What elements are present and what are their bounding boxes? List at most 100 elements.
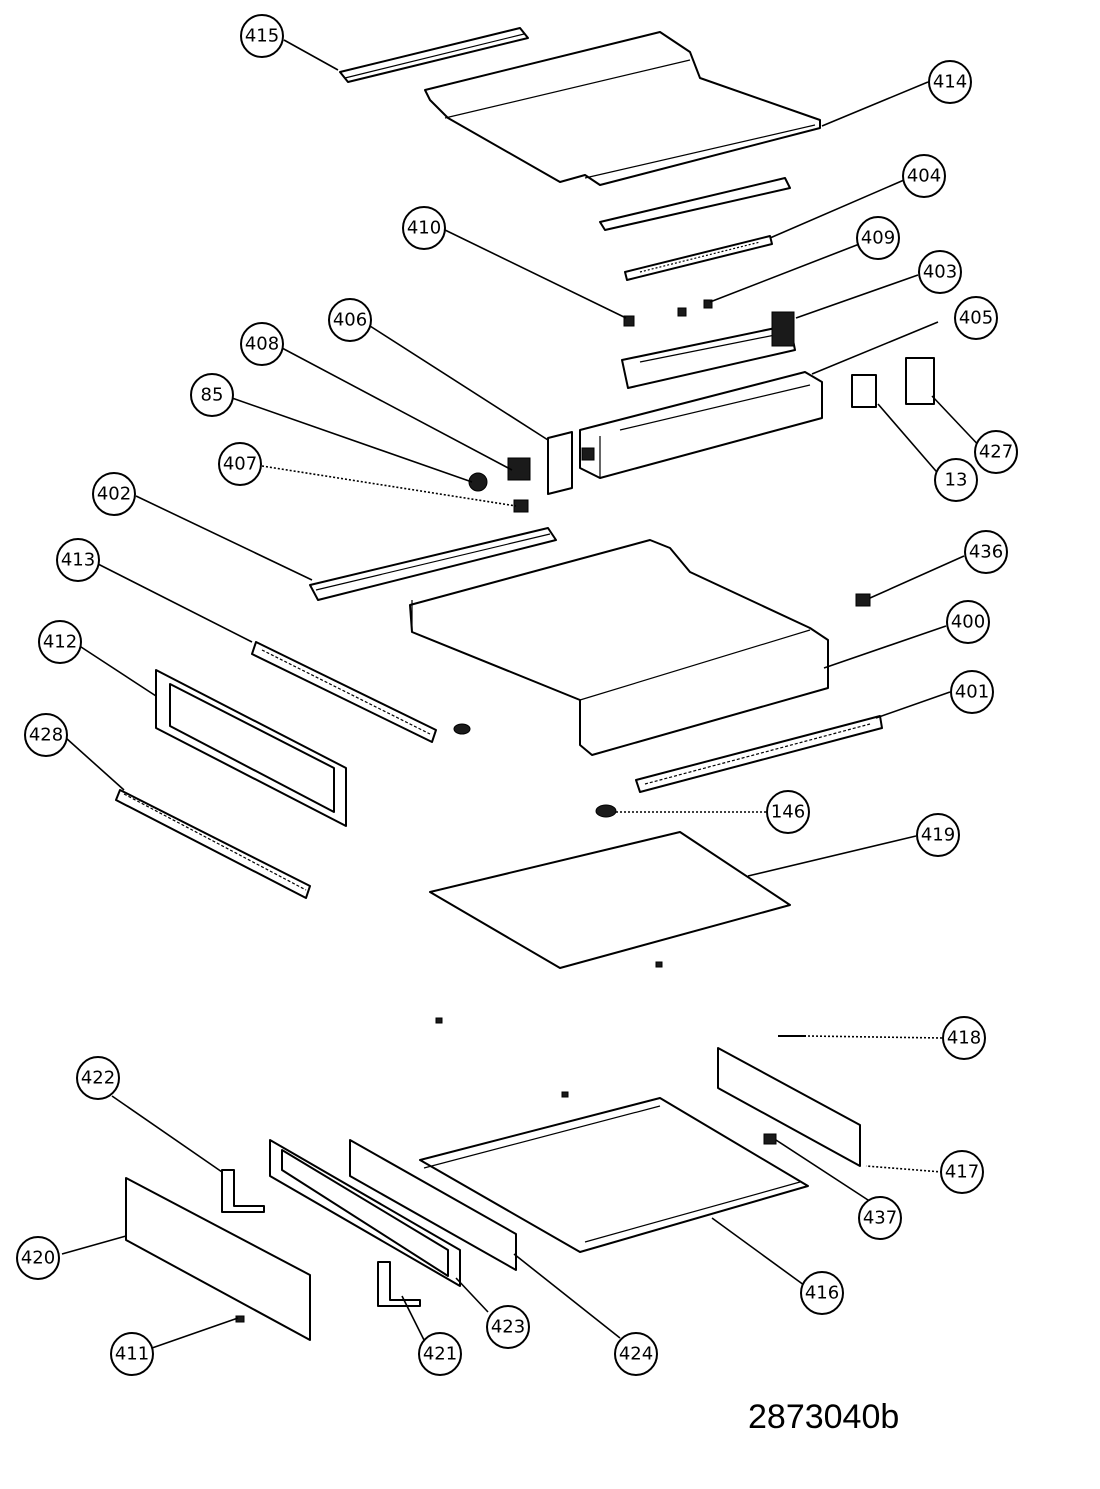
callout-label: 420 [21,1248,55,1269]
callout-400: 400 [946,600,990,644]
part-414-top-cover [424,31,821,186]
callout-circle [918,250,962,294]
callout-label: 407 [223,454,257,475]
callout-circle [218,442,262,486]
callout-409: 409 [856,216,900,260]
callout-label: 402 [97,484,131,505]
callout-label: 408 [245,334,279,355]
callout-421: 421 [418,1332,462,1376]
part-417-back-panel [717,1047,861,1167]
part-405-control-box [579,371,823,479]
callout-circle [38,620,82,664]
part-422-bracket [221,1169,265,1213]
part-400-drawer-body [409,539,829,756]
callout-label: 419 [921,825,955,846]
callout-146: 146 [766,790,810,834]
callout-424: 424 [614,1332,658,1376]
part-402-slide [309,527,557,601]
callout-411: 411 [110,1332,154,1376]
part-screw-c [561,1091,569,1098]
callout-410: 410 [402,206,446,250]
callout-circle [614,1332,658,1376]
callout-circle [190,373,234,417]
callout-408: 408 [240,322,284,366]
callout-circle [940,1150,984,1194]
part-406-bracket [547,431,573,495]
callout-405: 405 [954,296,998,340]
callout-circle [76,1056,120,1100]
callout-407: 407 [218,442,262,486]
callout-label: 403 [923,262,957,283]
callout-label: 13 [945,470,968,491]
callout-circle [856,216,900,260]
callout-label: 417 [945,1162,979,1183]
part-screw-b [435,1017,443,1024]
part-436 [855,593,871,607]
part-420-front-panel [125,1177,311,1341]
callout-13: 13 [934,458,978,502]
part-fastener [453,723,471,735]
callout-label: 404 [907,166,941,187]
callout-circle [858,1196,902,1240]
callout-circle [964,530,1008,574]
part-437 [763,1133,777,1145]
callout-circle [240,322,284,366]
callout-circle [928,60,972,104]
callout-label: 418 [947,1028,981,1049]
callout-label: 411 [115,1344,149,1365]
callout-circle [974,430,1018,474]
callout-label: 400 [951,612,985,633]
part-423-frame [269,1139,461,1287]
callout-circle [328,298,372,342]
callout-label: 416 [805,1283,839,1304]
callout-label: 406 [333,310,367,331]
callout-circle [240,14,284,58]
callout-circle [950,670,994,714]
callout-437: 437 [858,1196,902,1240]
part-412-front-frame [155,669,347,827]
part-404-element [624,235,773,281]
part-85 [468,472,488,492]
callout-label: 424 [619,1344,653,1365]
callout-label: 410 [407,218,441,239]
callout-circle [902,154,946,198]
callout-413: 413 [56,538,100,582]
part-410 [623,315,635,327]
callout-417: 417 [940,1150,984,1194]
callout-circle [946,600,990,644]
part-424-panel [349,1139,517,1271]
part-146-foot [595,804,617,818]
callout-415: 415 [240,14,284,58]
callout-circle [766,790,810,834]
drawing-number: 2873040b [748,1398,899,1436]
callout-419: 419 [916,813,960,857]
callout-circle [942,1016,986,1060]
callout-422: 422 [76,1056,120,1100]
callout-427: 427 [974,430,1018,474]
callout-label: 421 [423,1344,457,1365]
callout-circle [110,1332,154,1376]
callout-418: 418 [942,1016,986,1060]
callout-420: 420 [16,1236,60,1280]
callout-436: 436 [964,530,1008,574]
callout-406: 406 [328,298,372,342]
part-408 [507,457,531,481]
callout-circle [486,1305,530,1349]
part-409 [677,307,687,317]
callout-label: 437 [863,1208,897,1229]
callout-circle [800,1271,844,1315]
part-401-slide [635,715,883,793]
callout-label: 422 [81,1068,115,1089]
part-13-switch [851,374,877,408]
callout-404: 404 [902,154,946,198]
callout-circle [402,206,446,250]
part-416-tray [419,1097,809,1253]
callout-label: 423 [491,1317,525,1338]
callout-403: 403 [918,250,962,294]
callout-401: 401 [950,670,994,714]
part-407 [513,499,529,513]
part-403-fan-housing [621,311,796,389]
part-427-vent [905,357,935,405]
